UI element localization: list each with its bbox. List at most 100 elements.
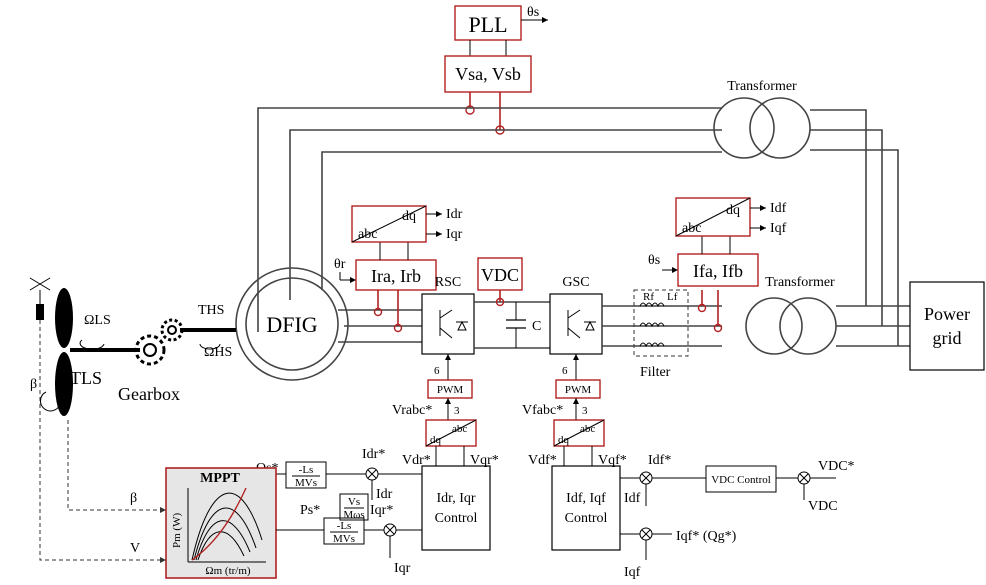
dq-abc-rotor: dq abc xyxy=(425,419,477,447)
idr-meas-label: Idr xyxy=(446,207,463,222)
mppt-block: MPPT Pm (W) Ωm (tr/m) xyxy=(165,467,277,579)
pll-block: PLL xyxy=(454,5,522,41)
theta-s2-label: θs xyxy=(648,253,660,268)
v-input-label: V xyxy=(130,541,140,556)
svg-text:PWM: PWM xyxy=(437,384,464,396)
svg-text:Vs: Vs xyxy=(348,496,360,508)
svg-text:6: 6 xyxy=(562,365,568,377)
svg-text:dq: dq xyxy=(402,209,416,224)
svg-text:VDC: VDC xyxy=(481,265,519,285)
svg-text:-Ls: -Ls xyxy=(299,464,314,476)
ira-irb-block: Ira, Irb xyxy=(355,259,437,291)
vrabc-label: Vrabc* xyxy=(392,403,432,418)
svg-text:abc: abc xyxy=(682,221,701,236)
svg-text:abc: abc xyxy=(580,423,595,435)
svg-text:dq: dq xyxy=(558,434,570,446)
vdc-ref-label: VDC* xyxy=(818,459,855,474)
svg-text:abc: abc xyxy=(452,423,467,435)
svg-text:Idr, Iqr: Idr, Iqr xyxy=(436,491,475,506)
idf-ref-label: Idf* xyxy=(648,453,671,468)
svg-text:VDC Control: VDC Control xyxy=(711,474,771,486)
svg-text:Lf: Lf xyxy=(667,291,678,303)
svg-text:Ifa, Ifb: Ifa, Ifb xyxy=(693,261,743,281)
vdr-label: Vdr* xyxy=(402,453,431,468)
svg-text:Idf, Iqf: Idf, Iqf xyxy=(566,491,606,506)
theta-r-label: θr xyxy=(334,257,346,272)
svg-text:C: C xyxy=(532,319,541,334)
t-ls-label: TLS xyxy=(70,368,102,388)
vfabc-label: Vfabc* xyxy=(522,403,563,418)
svg-text:Control: Control xyxy=(435,511,478,526)
omega-ls-label: ΩLS xyxy=(84,313,111,328)
idf-meas-label: Idf xyxy=(770,201,787,216)
svg-text:Power: Power xyxy=(924,304,970,324)
transformer-mid: Transformer xyxy=(745,275,837,355)
dfig-machine: DFIG xyxy=(235,267,349,381)
iqr-ref-label: Iqr* xyxy=(370,503,393,518)
gearbox-icon xyxy=(134,318,184,366)
svg-text:abc: abc xyxy=(358,227,377,242)
svg-text:Filter: Filter xyxy=(640,365,671,380)
svg-text:PLL: PLL xyxy=(468,12,507,37)
svg-text:dq: dq xyxy=(726,203,740,218)
svg-text:DFIG: DFIG xyxy=(266,312,317,337)
svg-text:Rf: Rf xyxy=(643,291,654,303)
pwm-rotor: PWM xyxy=(427,379,473,399)
gain-ps: -Ls MVs xyxy=(323,517,365,545)
pwm-grid: PWM xyxy=(555,379,601,399)
idr-ref-label: Idr* xyxy=(362,447,385,462)
svg-text:Vsa, Vsb: Vsa, Vsb xyxy=(455,64,521,84)
iqf-fb-label: Iqf xyxy=(624,565,641,580)
svg-text:3: 3 xyxy=(582,405,588,417)
rsc-converter: RSC xyxy=(421,275,475,355)
vqr-label: Vqr* xyxy=(470,453,499,468)
vdc-control-block: VDC Control xyxy=(705,465,777,493)
dq-abc-grid: dq abc xyxy=(553,419,605,447)
iqf-meas-label: Iqf xyxy=(770,221,787,236)
turbine-blades xyxy=(55,288,73,416)
svg-text:Ωm (tr/m): Ωm (tr/m) xyxy=(205,565,250,577)
power-grid: Power grid xyxy=(909,281,985,371)
vsa-vsb-block: Vsa, Vsb xyxy=(444,55,532,93)
svg-text:MPPT: MPPT xyxy=(200,471,240,486)
theta-s-label: θs xyxy=(527,5,539,20)
svg-text:GSC: GSC xyxy=(562,275,589,290)
svg-text:Ira, Irb: Ira, Irb xyxy=(371,266,421,286)
svg-text:grid: grid xyxy=(933,328,962,348)
svg-text:PWM: PWM xyxy=(565,384,592,396)
svg-text:RSC: RSC xyxy=(435,275,461,290)
vdc-block: VDC xyxy=(477,257,523,291)
transformer-top: Transformer xyxy=(713,79,811,159)
svg-text:3: 3 xyxy=(454,405,460,417)
vdf-label: Vdf* xyxy=(528,453,557,468)
iqr-meas-label: Iqr xyxy=(446,227,463,242)
svg-text:MVs: MVs xyxy=(333,533,355,545)
gsc-converter: GSC xyxy=(549,275,603,355)
t-hs-label: THS xyxy=(198,303,224,318)
gain-vs: Vs Mωs xyxy=(339,493,369,521)
vqf-label: Vqf* xyxy=(598,453,627,468)
grid-current-control: Idf, Iqf Control xyxy=(551,465,621,551)
iqr-fb-label: Iqr xyxy=(394,561,411,576)
ps-label: Ps* xyxy=(300,503,320,518)
svg-text:6: 6 xyxy=(434,365,440,377)
anemometer xyxy=(29,277,51,320)
dc-capacitor: C xyxy=(506,302,541,348)
abc-dq-filter: abc dq xyxy=(675,197,751,237)
beta-input-label: β xyxy=(130,491,137,506)
svg-text:dq: dq xyxy=(430,434,442,446)
iqf-ref-label: Iqf* (Qg*) xyxy=(676,529,737,544)
gearbox-label: Gearbox xyxy=(118,384,180,404)
svg-text:Control: Control xyxy=(565,511,608,526)
beta-label: β xyxy=(30,377,37,392)
gain-qs: -Ls MVs xyxy=(285,461,327,489)
svg-text:Pm (W): Pm (W) xyxy=(171,513,183,548)
svg-text:Transformer: Transformer xyxy=(765,275,835,290)
svg-text:MVs: MVs xyxy=(295,477,317,489)
filter-block: Rf Lf Filter xyxy=(633,289,689,380)
abc-dq-rotor: abc dq xyxy=(351,205,427,243)
rotor-current-control: Idr, Iqr Control xyxy=(421,465,491,551)
idr-fb-label: Idr xyxy=(376,487,393,502)
